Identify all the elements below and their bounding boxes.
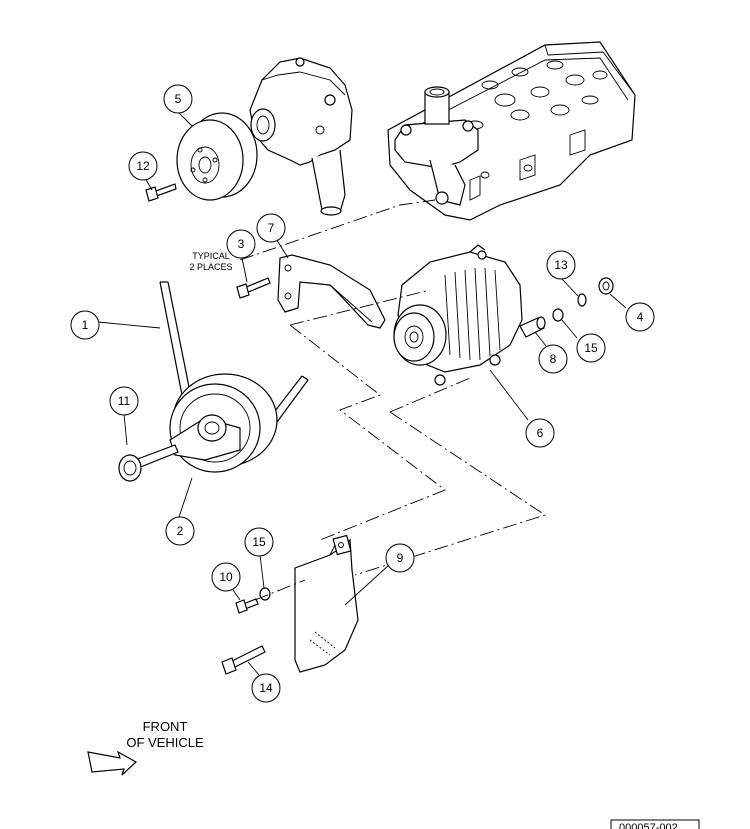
svg-text:000057-002: 000057-002: [619, 822, 678, 829]
callout-15-left: 15: [244, 527, 274, 557]
front-label-line2: OF VEHICLE: [126, 735, 204, 750]
bolt-14: [221, 645, 266, 675]
lock-washer-13: [577, 293, 587, 307]
crankshaft-pulley: [169, 373, 278, 473]
washer-15-left: [259, 587, 271, 601]
bolt-10: [235, 598, 259, 614]
bolt-3: [236, 277, 271, 299]
callout-1: 1: [70, 310, 100, 340]
svg-text:3: 3: [238, 237, 245, 251]
svg-text:7: 7: [268, 221, 275, 235]
washer-15-right: [552, 308, 564, 322]
callout-6: 6: [525, 418, 555, 448]
callout-5: 5: [163, 84, 193, 114]
callout-7: 7: [256, 213, 286, 243]
belt-guard: [294, 534, 359, 673]
svg-text:6: 6: [537, 426, 544, 440]
callout-10: 10: [211, 562, 241, 592]
nut-4: [598, 277, 614, 295]
callout-11: 11: [109, 386, 139, 416]
svg-text:13: 13: [554, 258, 568, 272]
svg-text:9: 9: [397, 551, 404, 565]
svg-text:12: 12: [136, 159, 150, 173]
front-arrow-icon: [87, 750, 138, 776]
svg-text:5: 5: [175, 92, 182, 106]
bolt-12: [145, 183, 177, 202]
bolt-11: [118, 444, 179, 482]
svg-text:11: 11: [118, 394, 131, 408]
assembly-centerlines: [239, 199, 547, 601]
callout-8: 8: [538, 344, 568, 374]
svg-text:2: 2: [177, 524, 184, 538]
callout-12: 12: [128, 151, 158, 181]
water-pump: [249, 57, 353, 216]
typical-note-line2: 2 PLACES: [189, 262, 232, 272]
water-pump-pulley: [176, 112, 258, 201]
typical-note-line1: TYPICAL: [192, 251, 230, 261]
front-label-line1: FRONT: [143, 719, 188, 734]
svg-text:15: 15: [584, 341, 598, 355]
callout-13: 13: [546, 250, 576, 280]
callout-9: 9: [385, 543, 415, 573]
drawing-reference: 000057-002: [610, 819, 700, 829]
svg-text:15: 15: [252, 535, 266, 549]
svg-text:1: 1: [82, 318, 89, 332]
callout-3: 3: [226, 229, 256, 259]
svg-text:4: 4: [637, 310, 644, 324]
svg-text:14: 14: [259, 681, 273, 695]
thermostat-housing: [394, 86, 479, 206]
callout-2: 2: [165, 516, 195, 546]
spacer-8: [519, 316, 546, 338]
svg-text:8: 8: [550, 352, 557, 366]
alternator: [393, 244, 523, 386]
svg-text:10: 10: [219, 570, 233, 584]
callout-4: 4: [625, 302, 655, 332]
callout-15-right: 15: [576, 333, 606, 363]
callout-14: 14: [251, 673, 281, 703]
leader-lines: [97, 111, 627, 676]
alternator-bracket: [277, 254, 386, 329]
